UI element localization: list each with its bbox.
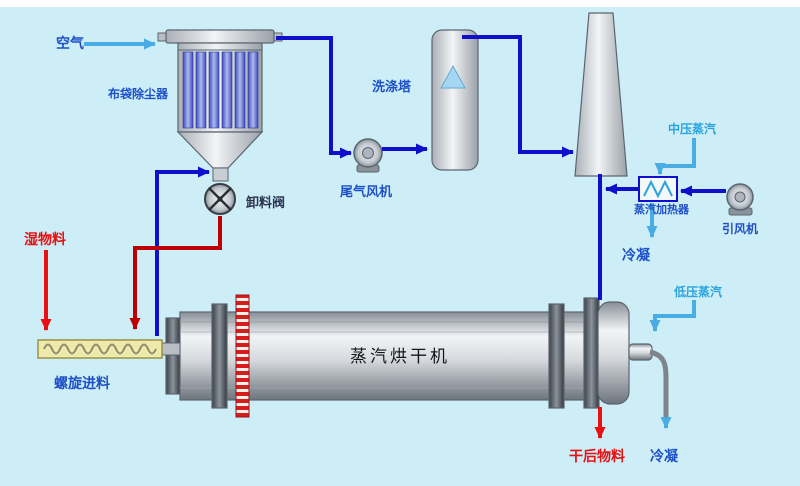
label-bag-filter: 布袋除尘器 bbox=[108, 86, 169, 101]
filter-bag bbox=[234, 51, 246, 129]
pipe-dust-recycle bbox=[129, 216, 222, 330]
label-scrubber: 洗涤塔 bbox=[372, 79, 412, 95]
pipe-dryer-to-bagfilter bbox=[155, 166, 210, 336]
heater-coil-icon bbox=[643, 179, 673, 199]
dryer-girth-gear bbox=[235, 294, 250, 418]
label-dryer: 蒸汽烘干机 bbox=[350, 347, 450, 367]
steam-dryer bbox=[165, 294, 669, 418]
label-air: 空气 bbox=[56, 35, 84, 52]
screw-feeder bbox=[37, 339, 181, 359]
filter-bag bbox=[182, 51, 194, 129]
label-screw-feeder: 螺旋进料 bbox=[54, 375, 110, 392]
filter-bag bbox=[208, 51, 220, 129]
scrubber-tower bbox=[431, 29, 479, 171]
pipe-bagfilter-to-fan bbox=[276, 36, 352, 159]
dryer-left-cap bbox=[165, 317, 181, 395]
feeder-shaft bbox=[161, 342, 181, 356]
pipes bbox=[40, 35, 726, 439]
dryer-riding-ring bbox=[548, 303, 565, 409]
scrubber-internal-icon bbox=[440, 64, 466, 89]
fan-hub bbox=[362, 147, 374, 159]
labels: 空气 布袋除尘器 卸料阀 湿物料 螺旋进料 尾气风机 洗涤塔 中压蒸汽 蒸汽加热… bbox=[24, 35, 758, 465]
label-mp-steam: 中压蒸汽 bbox=[668, 121, 716, 136]
label-lp-steam: 低压蒸汽 bbox=[673, 284, 722, 299]
tail-gas-fan bbox=[353, 138, 383, 173]
label-dried-material: 干后物料 bbox=[569, 448, 625, 465]
pipe-scrubber-to-stack bbox=[462, 35, 574, 158]
label-dryer-condensate: 冷凝 bbox=[650, 448, 679, 465]
bag-filter-neck bbox=[212, 167, 229, 182]
bag-filter-cone bbox=[176, 131, 264, 169]
dryer-shaft bbox=[628, 343, 653, 361]
condensate-pipe bbox=[649, 349, 669, 418]
fan-hub bbox=[734, 191, 746, 203]
scrubber-shell bbox=[431, 29, 479, 171]
bag-filter bbox=[157, 29, 283, 182]
label-steam-heater: 蒸汽加热器 bbox=[634, 202, 690, 216]
induced-draft-fan bbox=[726, 183, 754, 216]
label-induced-fan: 引风机 bbox=[722, 221, 758, 236]
pipe-lp-steam bbox=[649, 300, 696, 332]
steam-heater bbox=[638, 176, 678, 202]
label-discharge-valve: 卸料阀 bbox=[246, 195, 285, 211]
rotary-discharge-valve bbox=[204, 183, 236, 215]
bag-filter-lid bbox=[165, 29, 275, 44]
filter-bag bbox=[221, 51, 233, 129]
pipe-mp-steam bbox=[654, 138, 696, 175]
filter-bag bbox=[247, 51, 259, 129]
exhaust-stack bbox=[574, 12, 628, 177]
label-heater-condensate: 冷凝 bbox=[622, 247, 651, 264]
label-tail-gas-fan: 尾气风机 bbox=[340, 184, 392, 200]
dryer-right-flange bbox=[583, 297, 600, 409]
filter-bag bbox=[195, 51, 207, 129]
label-wet-material: 湿物料 bbox=[24, 231, 66, 248]
dryer-right-cap bbox=[597, 301, 630, 405]
top-border bbox=[0, 0, 800, 7]
valve-hub bbox=[217, 196, 223, 202]
dryer-riding-ring bbox=[211, 303, 228, 409]
screw-flight-icon bbox=[43, 343, 157, 355]
